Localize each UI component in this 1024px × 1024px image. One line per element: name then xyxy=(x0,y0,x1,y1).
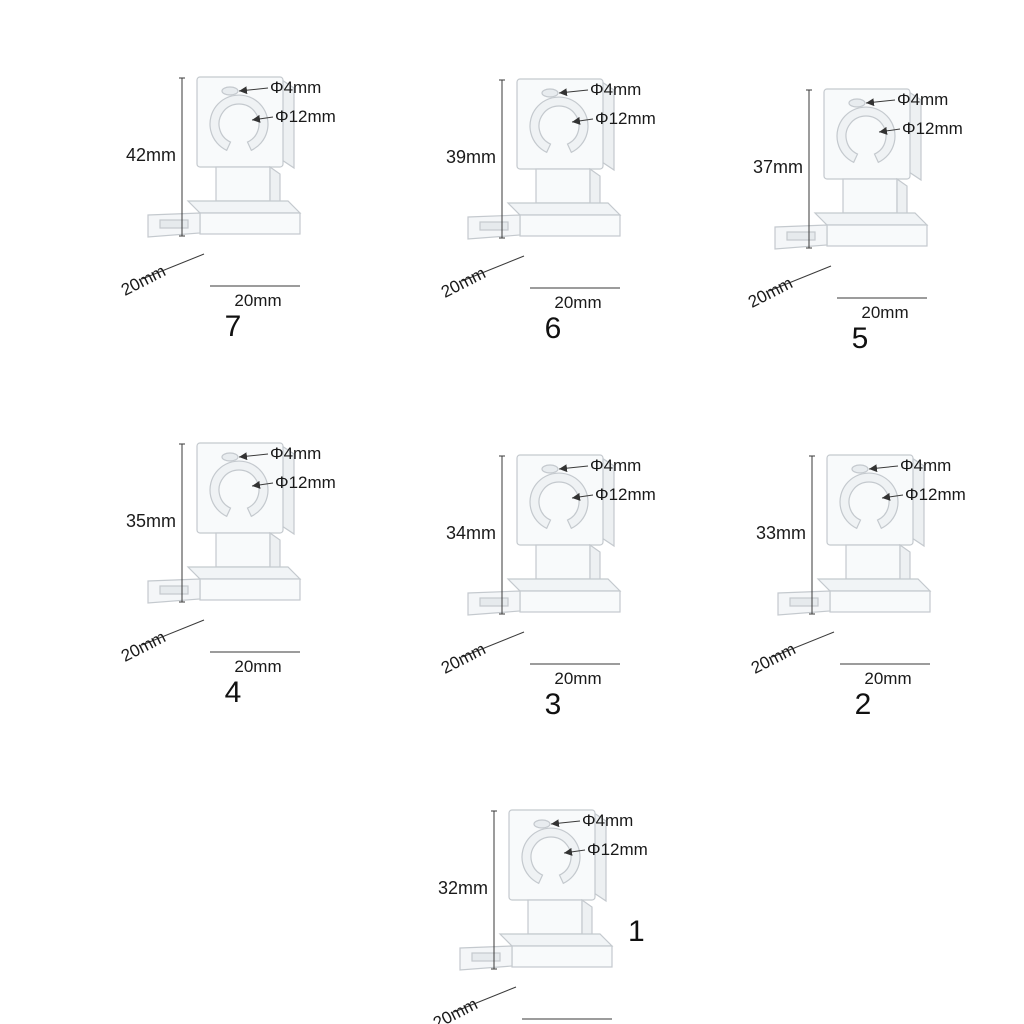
product-figure-5: Φ4mm Φ12mm 37mm 20mm 20mm 5 xyxy=(745,74,975,374)
dim-label-phi12: Φ12mm xyxy=(275,473,336,492)
dim-label-height: 33mm xyxy=(755,523,806,543)
dim-label-phi12: Φ12mm xyxy=(595,485,656,504)
dim-label-phi12: Φ12mm xyxy=(905,485,966,504)
dim-label-phi12: Φ12mm xyxy=(595,109,656,128)
dim-label-width: 20mm xyxy=(864,669,912,688)
figure-number: 5 xyxy=(851,322,869,355)
product-figure-3: Φ4mm Φ12mm 34mm 20mm 20mm 3 xyxy=(438,440,668,740)
figure-number: 2 xyxy=(854,688,872,721)
product-figure-4: Φ4mm Φ12mm 35mm 20mm 20mm 4 xyxy=(118,428,348,728)
dim-label-width: 20mm xyxy=(234,657,282,676)
figure-number: 7 xyxy=(224,310,242,343)
dim-label-phi12: Φ12mm xyxy=(902,119,963,138)
product-figure-6: Φ4mm Φ12mm 39mm 20mm 20mm 6 xyxy=(438,64,668,364)
dim-label-phi4: Φ4mm xyxy=(590,80,642,99)
product-figure-1: Φ4mm Φ12mm 32mm 20mm 20mm 1 xyxy=(430,795,660,1024)
dim-label-width: 20mm xyxy=(554,293,602,312)
dim-label-height: 32mm xyxy=(437,878,488,898)
dim-label-phi4: Φ4mm xyxy=(900,456,952,475)
dim-label-phi12: Φ12mm xyxy=(587,840,648,859)
dim-label-phi4: Φ4mm xyxy=(270,444,322,463)
dim-label-phi4: Φ4mm xyxy=(590,456,642,475)
figure-number: 1 xyxy=(628,915,645,948)
dim-label-height: 35mm xyxy=(125,511,176,531)
dim-label-phi4: Φ4mm xyxy=(270,78,322,97)
figure-number: 4 xyxy=(224,676,242,709)
figure-number: 6 xyxy=(544,312,562,345)
dim-label-phi4: Φ4mm xyxy=(582,811,634,830)
product-figure-2: Φ4mm Φ12mm 33mm 20mm 20mm 2 xyxy=(748,440,978,740)
dim-label-phi12: Φ12mm xyxy=(275,107,336,126)
dim-label-phi4: Φ4mm xyxy=(897,90,949,109)
dim-label-width: 20mm xyxy=(554,669,602,688)
dim-label-height: 37mm xyxy=(752,157,803,177)
dim-label-width: 20mm xyxy=(234,291,282,310)
dim-label-width: 20mm xyxy=(861,303,909,322)
dim-label-height: 34mm xyxy=(445,523,496,543)
figure-number: 3 xyxy=(544,688,562,721)
dim-label-height: 39mm xyxy=(445,147,496,167)
dim-label-height: 42mm xyxy=(125,145,176,165)
product-figure-7: Φ4mm Φ12mm 42mm 20mm 20mm 7 xyxy=(118,62,348,362)
